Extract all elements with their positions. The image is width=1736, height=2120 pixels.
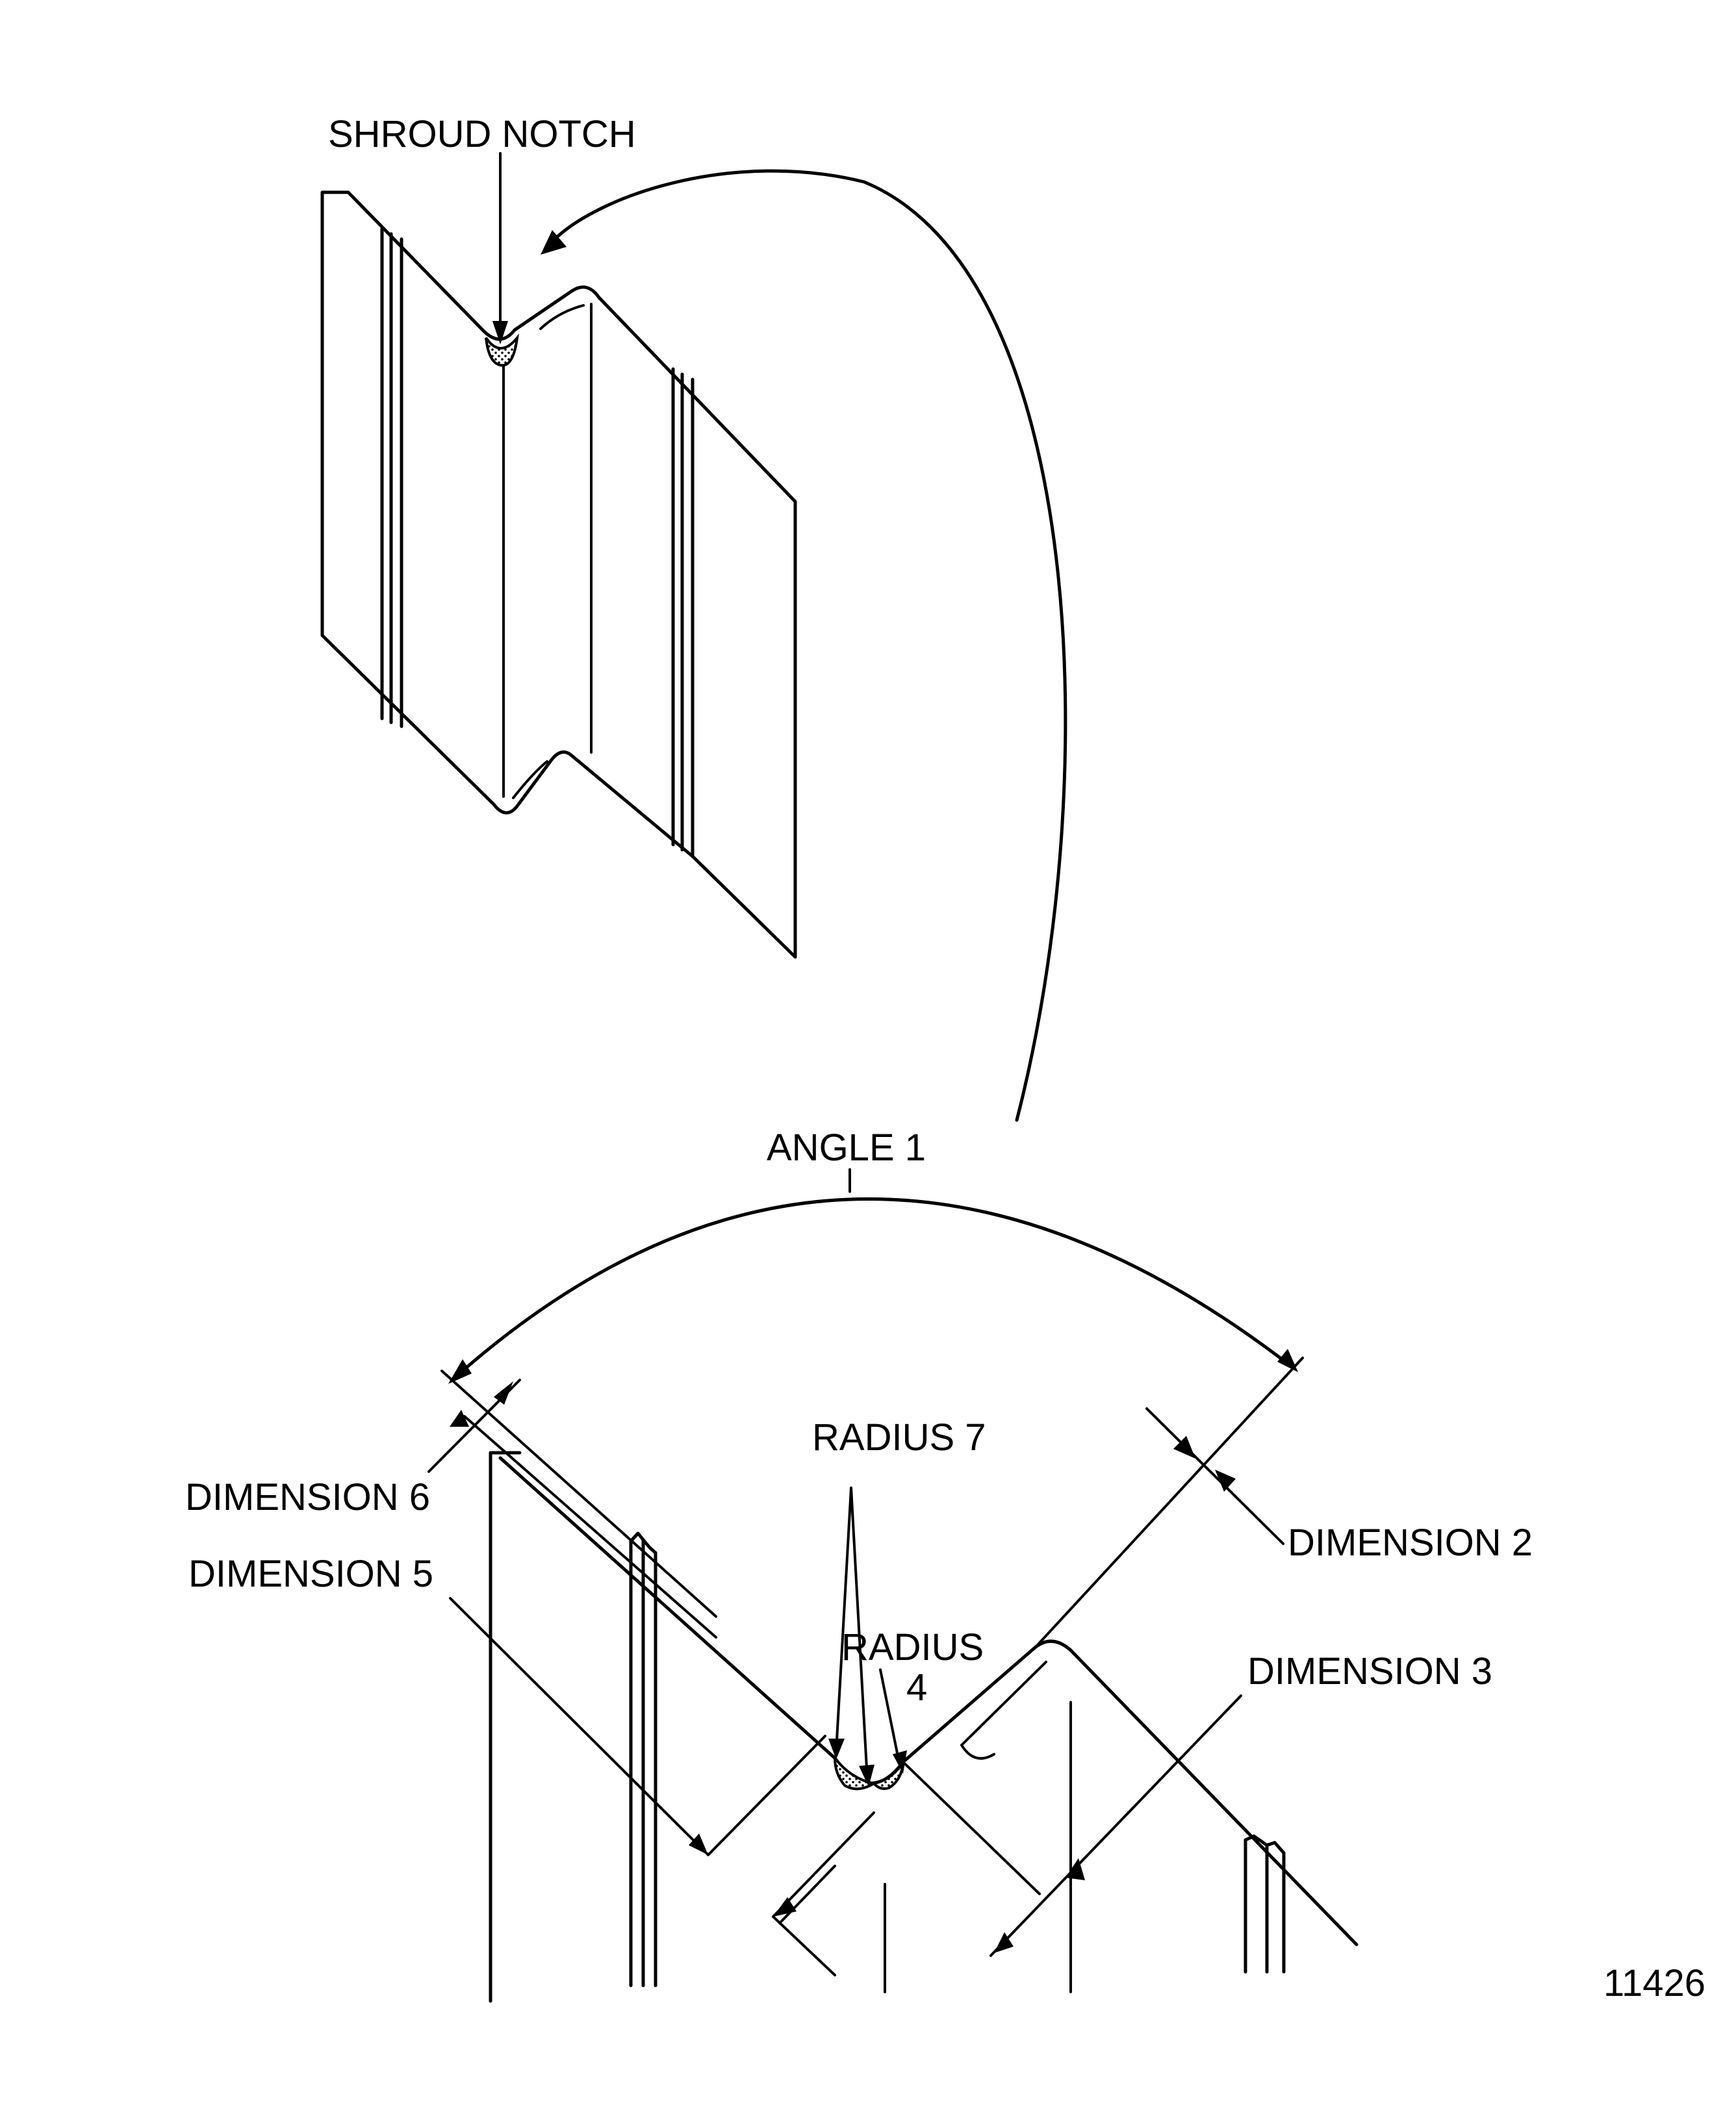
arrowhead-icon (773, 1897, 797, 1917)
arrowhead-icon (689, 1833, 708, 1855)
dimension-6-label: DIMENSION 6 (185, 1476, 430, 1518)
arrowhead-icon (828, 1739, 845, 1759)
extension-line (902, 1761, 1041, 1895)
radius-7-highlight (833, 1754, 878, 1791)
dimension-5-leader (449, 1597, 709, 1856)
radius-4-leader (879, 1668, 901, 1767)
arrowhead-icon (494, 1381, 513, 1405)
arrowhead-icon (893, 1750, 907, 1774)
inner-fillet (960, 1744, 995, 1760)
arrowhead-icon (1066, 1858, 1085, 1880)
angle-1-arc (450, 1197, 1295, 1383)
radius-4-label-number: 4 (906, 1667, 927, 1709)
radius-7-label: RADIUS 7 (812, 1416, 986, 1459)
rib-top (629, 1531, 657, 1555)
dimension-line (772, 1811, 875, 1918)
dimension-2-label: DIMENSION 2 (1288, 1522, 1533, 1564)
detail-left-flank (498, 1456, 837, 1760)
dimension-2-leader (1145, 1407, 1284, 1545)
shroud-panel-outline (320, 190, 797, 959)
shroud-notch-highlight (485, 333, 519, 367)
extension-line (440, 1370, 717, 1618)
arrowhead-icon (1215, 1470, 1236, 1492)
radius-4-label: RADIUS (841, 1626, 984, 1668)
figure-number: 11426 (1603, 1962, 1705, 2004)
radius-7-leader (835, 1487, 852, 1753)
extension-line (707, 1735, 826, 1856)
arrowhead-icon (492, 321, 508, 344)
shroud-notch-label: SHROUD NOTCH (328, 113, 636, 155)
rib-top (1244, 1834, 1286, 1855)
arrowhead-icon (1277, 1349, 1298, 1372)
extension-line (463, 1415, 717, 1639)
inner-fillet (512, 760, 548, 799)
detail-right-slope (1069, 1648, 1359, 1947)
dimension-5-label: DIMENSION 5 (188, 1553, 433, 1595)
dimension-3-label: DIMENSION 3 (1247, 1650, 1492, 1692)
arrowhead-icon (448, 1359, 472, 1384)
extension-line (772, 1915, 836, 1976)
arrowhead-icon (859, 1765, 874, 1787)
radius-4-highlight (871, 1761, 904, 1791)
dimension-3-leader (989, 1694, 1242, 1957)
detail-right-flank (901, 1645, 1038, 1764)
arrowhead-icon (994, 1932, 1014, 1953)
inner-flank-line (960, 1661, 1047, 1746)
arrowhead-icon (541, 230, 567, 255)
radius-7-leader (850, 1487, 869, 1782)
extension-line (778, 1865, 836, 1924)
detail-callout-arc (550, 169, 1067, 1122)
notch-detail-view (489, 1451, 1359, 2003)
arrowhead-icon (1173, 1436, 1195, 1459)
inner-fillet (539, 304, 585, 330)
extension-line (1034, 1357, 1304, 1648)
shroud-panel-view (320, 190, 797, 959)
angle-1-label: ANGLE 1 (767, 1127, 926, 1169)
arrowhead-icon (450, 1410, 469, 1427)
